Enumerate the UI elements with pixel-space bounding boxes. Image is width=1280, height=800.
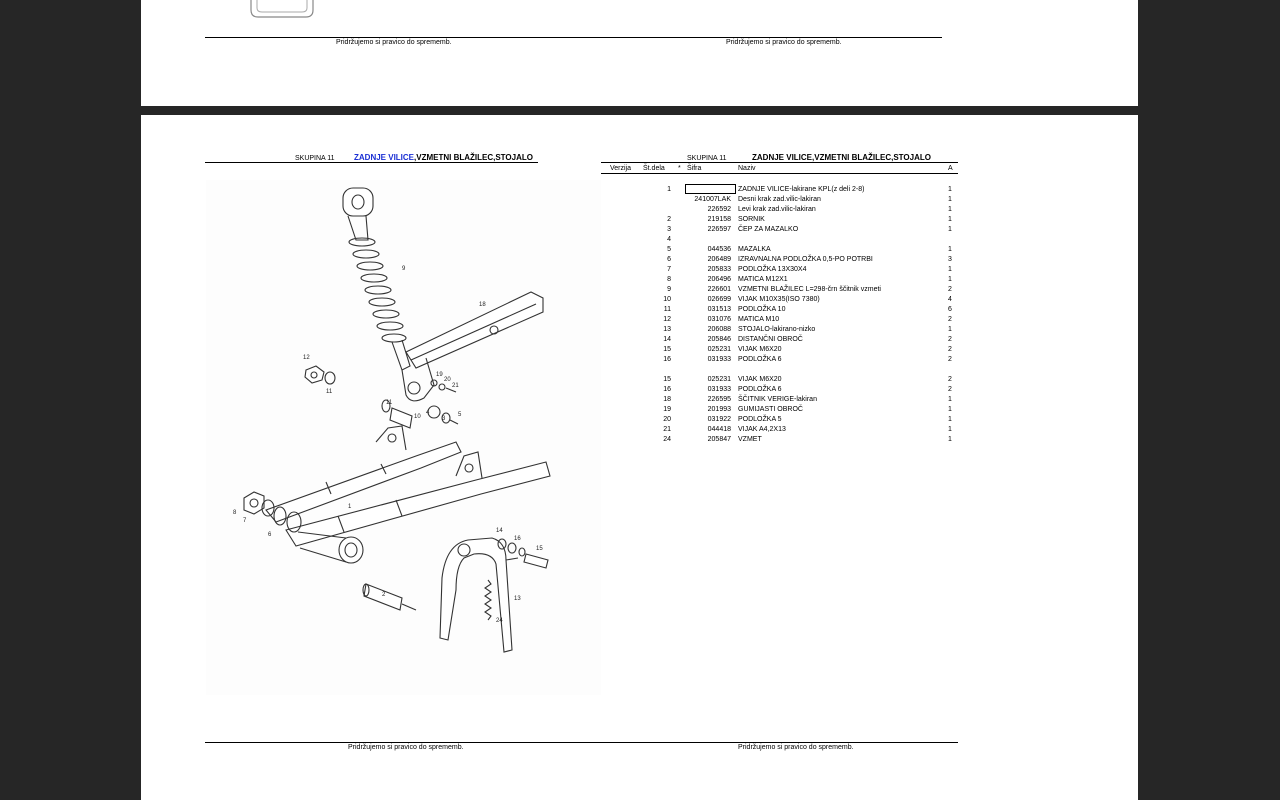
callout-label: 3 xyxy=(442,416,446,422)
table-row[interactable]: 4 xyxy=(667,236,671,243)
chain-guard xyxy=(405,291,544,369)
previous-page-footer-left: Pridržujemo si pravico do sprememb. xyxy=(336,39,452,46)
callout-label: 19 xyxy=(436,372,443,378)
callout-label: 15 xyxy=(536,546,543,552)
callout-label: 18 xyxy=(479,302,486,308)
callout-label: 2 xyxy=(382,592,386,598)
callout-label: 14 xyxy=(496,528,503,534)
exploded-parts-diagram: 9 18 12 11 19 20 21 11 10 4 3 5 8 7 6 1 … xyxy=(206,180,601,695)
callout-label: 9 xyxy=(402,266,406,272)
callout-label: 12 xyxy=(303,355,310,361)
catalog-page: SKUPINA 11 ZADNJE VILICE,VZMETNI BLAŽILE… xyxy=(141,115,1138,800)
callout-label: 1 xyxy=(348,504,352,510)
title-rest: ,VZMETNI BLAŽILEC,STOJALO xyxy=(414,153,533,162)
shock-body xyxy=(347,215,369,241)
col-header-mark: * xyxy=(678,165,681,172)
right-group-label: SKUPINA 11 xyxy=(687,155,727,162)
col-header-code: Šifra xyxy=(687,165,702,172)
footer-left: Pridržujemo si pravico do sprememb. xyxy=(348,744,464,751)
callout-label: 13 xyxy=(514,596,521,602)
stand-spring xyxy=(484,579,492,621)
col-header-part-number: Št.dela xyxy=(643,165,665,172)
right-header-rule xyxy=(601,162,958,163)
previous-page-footer-rule xyxy=(205,37,942,38)
callout-label: 11 xyxy=(326,389,333,395)
callout-label: 5 xyxy=(458,412,462,418)
shock-spring xyxy=(348,237,407,343)
center-stand xyxy=(439,537,513,653)
shock-top-eye xyxy=(342,187,374,217)
previous-page-footer-right: Pridržujemo si pravico do sprememb. xyxy=(726,39,842,46)
diagram-callouts: 9 18 12 11 19 20 21 11 10 4 3 5 8 7 6 1 … xyxy=(233,266,543,624)
pivot-bush xyxy=(338,536,364,564)
pivot-bolt xyxy=(363,583,403,611)
callout-label: 24 xyxy=(496,618,503,624)
footer-right: Pridržujemo si pravico do sprememb. xyxy=(738,744,854,751)
selected-code-cell[interactable] xyxy=(685,184,736,194)
footer-rule xyxy=(205,742,958,743)
col-header-qty: A xyxy=(948,165,953,172)
callout-label: 11 xyxy=(386,400,393,406)
callout-label: 8 xyxy=(233,510,237,516)
left-group-label: SKUPINA 11 xyxy=(295,155,335,162)
callout-label: 16 xyxy=(514,536,521,542)
callout-label: 7 xyxy=(243,518,247,524)
col-header-version: Verzija xyxy=(610,165,632,172)
swing-arm-lower xyxy=(285,461,551,547)
previous-page-diagram-fragment xyxy=(250,0,314,18)
right-page-title: ZADNJE VILICE,VZMETNI BLAŽILEC,STOJALO xyxy=(752,153,931,162)
callout-label: 6 xyxy=(268,532,272,538)
callout-label: 21 xyxy=(452,383,459,389)
previous-page: Pridržujemo si pravico do sprememb. Prid… xyxy=(141,0,1138,106)
col-header-name: Naziv xyxy=(738,165,756,172)
callout-label: 10 xyxy=(414,414,421,420)
callout-label: 4 xyxy=(426,410,430,416)
left-header-rule xyxy=(205,162,538,163)
callout-label: 20 xyxy=(444,377,451,383)
title-highlight: ZADNJE VILICE xyxy=(354,153,415,162)
column-header-rule xyxy=(601,173,958,174)
left-page-title: ZADNJE VILICE,VZMETNI BLAŽILEC,STOJALO xyxy=(354,153,533,162)
